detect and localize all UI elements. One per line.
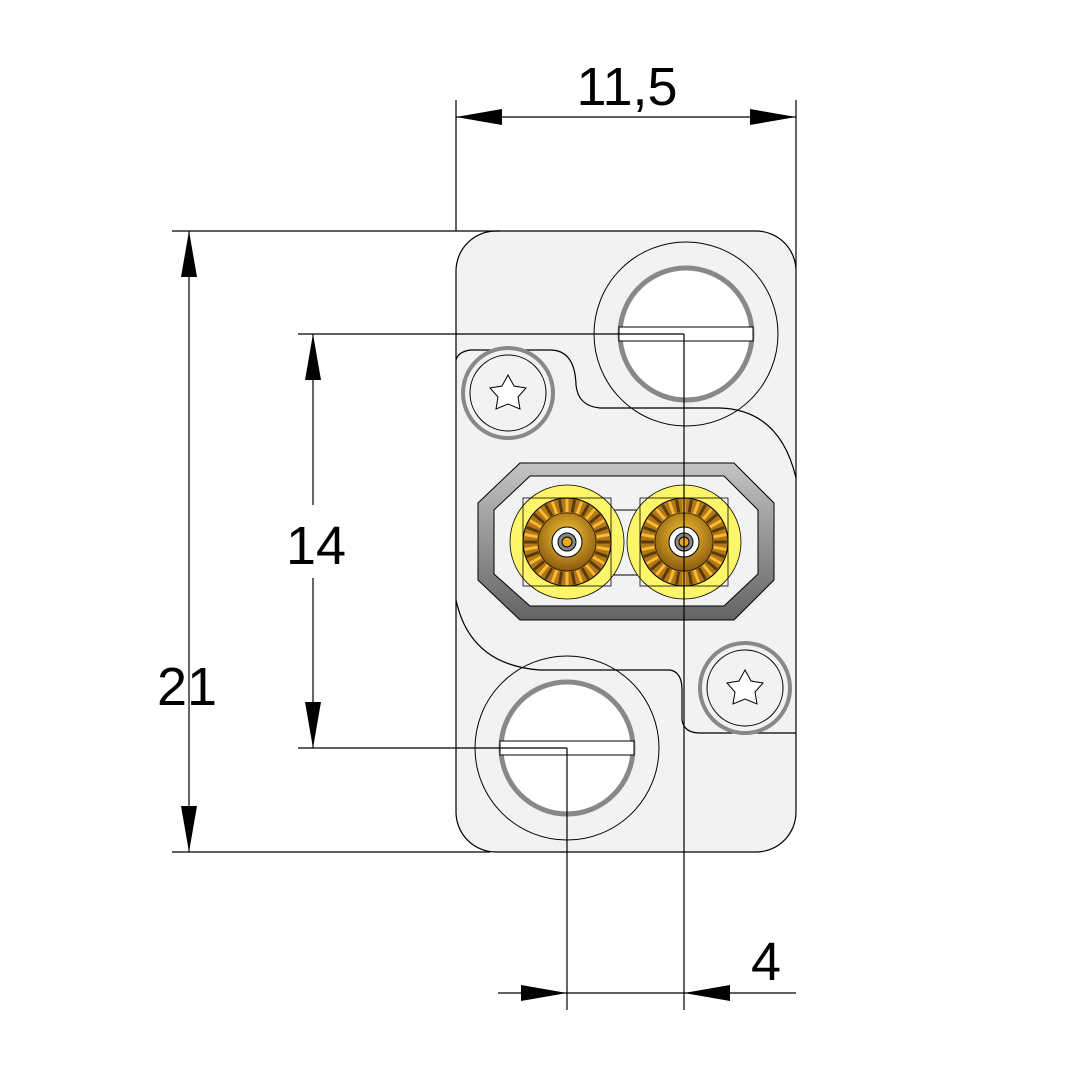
arrow-spacing-top	[305, 334, 321, 380]
torx-screw-bottom-right	[698, 641, 792, 735]
torx-screw-top-left	[461, 346, 555, 440]
arrow-spacing-bottom	[305, 702, 321, 748]
width-dimension-label: 11,5	[576, 57, 677, 117]
arrow-height-bottom	[181, 806, 197, 852]
contact-pin-1	[509, 484, 625, 600]
arrow-width-right	[750, 109, 796, 125]
arrow-width-left	[456, 109, 502, 125]
arrow-offset-right	[684, 985, 730, 1001]
height-dimension-label: 21	[157, 657, 217, 717]
torx-icon	[726, 668, 764, 705]
torx-icon	[489, 373, 527, 410]
arrow-offset-left	[521, 985, 567, 1001]
arrow-height-top	[181, 231, 197, 277]
screw-spacing-dimension-label: 14	[286, 516, 346, 576]
offset-dimension-label: 4	[751, 932, 781, 992]
